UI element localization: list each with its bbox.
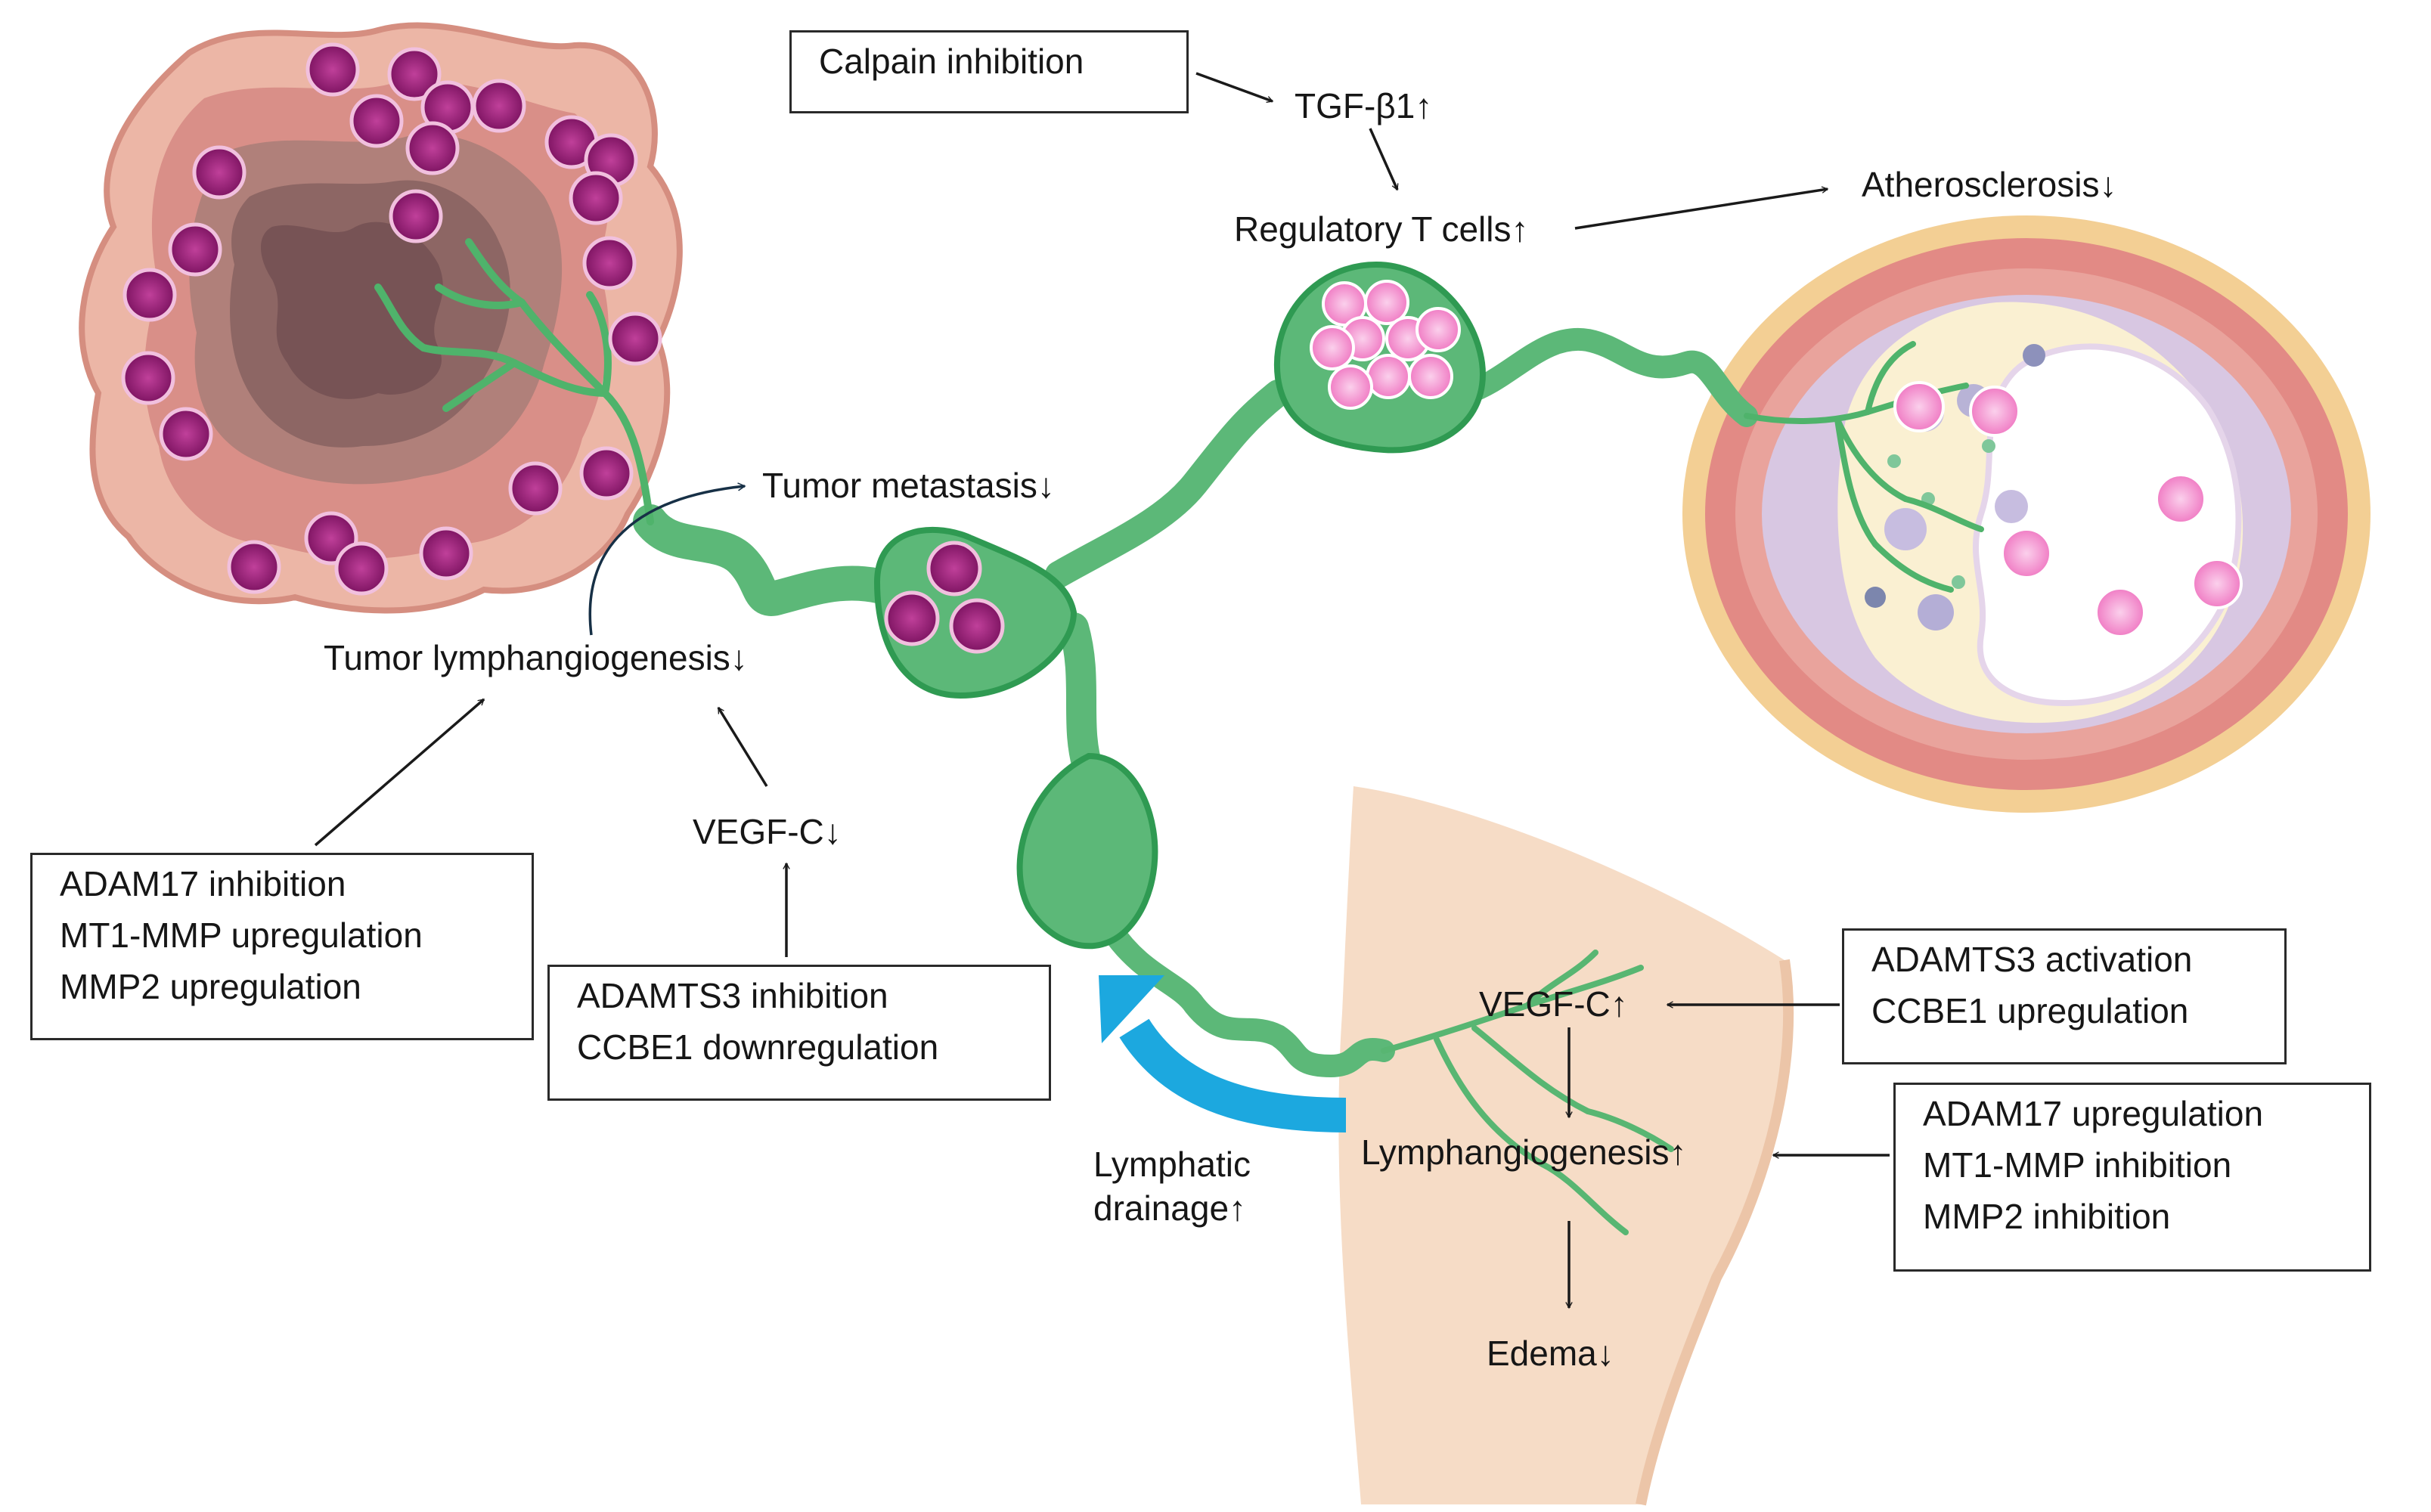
box-line: MT1-MMP upregulation — [60, 916, 423, 955]
artery-immune-cells — [1893, 381, 2243, 638]
arrow-adam17-to-tumor-lymphangiogenesis — [314, 698, 485, 847]
box-line: ADAMTS3 inhibition — [577, 976, 888, 1015]
tumor-regulators-box: ADAM17 inhibition MT1-MMP upregulation M… — [30, 853, 534, 1040]
calpain-inhibition-text: Calpain inhibition — [819, 42, 1084, 81]
box-line: MMP2 inhibition — [1923, 1197, 2171, 1236]
tumor-lymphatic-branches — [374, 238, 654, 525]
tumor-cells — [121, 42, 662, 596]
arrow-calpain-to-tgf — [1195, 72, 1274, 103]
artery-illustration — [1682, 215, 2371, 813]
tumor-metastasis-label: Tumor metastasis↓ — [762, 466, 1055, 505]
lymphatic-drainage-arrow — [1099, 975, 1347, 1132]
atherosclerosis-label: Atherosclerosis↓ — [1862, 165, 2117, 204]
metastatic-cells-in-node — [884, 541, 1005, 654]
regulatory-t-cell-cluster — [1310, 280, 1461, 410]
lymphatic-drainage-label: Lymphatic drainage↑ — [1093, 1143, 1251, 1230]
vegfc-up-label: VEGF-C↑ — [1479, 984, 1628, 1024]
arrow-tumor-lymphangiogenesis-to-metastasis — [588, 482, 746, 636]
lymphangiogenesis-regulators-box: ADAM17 upregulation MT1-MMP inhibition M… — [1893, 1083, 2371, 1272]
box-line: ADAM17 upregulation — [1923, 1094, 2264, 1133]
arrow-treg-to-atherosclerosis — [1574, 186, 1829, 230]
box-line: CCBE1 upregulation — [1871, 991, 2189, 1030]
lymphatic-drainage-line-1: Lymphatic — [1093, 1145, 1251, 1184]
regulatory-t-cells-label: Regulatory T cells↑ — [1234, 209, 1529, 249]
lymphangiogenesis-label: Lymphangiogenesis↑ — [1361, 1132, 1687, 1172]
vegfc-regulators-down-box: ADAMTS3 inhibition CCBE1 downregulation — [547, 965, 1051, 1101]
box-line: MT1-MMP inhibition — [1923, 1145, 2232, 1185]
box-line: MMP2 upregulation — [60, 967, 361, 1006]
tgf-beta1-label: TGF-β1↑ — [1295, 86, 1433, 125]
lymphatic-drainage-line-2: drainage↑ — [1093, 1188, 1247, 1228]
vegfc-regulators-up-box: ADAMTS3 activation CCBE1 upregulation — [1842, 928, 2287, 1064]
vegfc-down-label: VEGF-C↓ — [693, 812, 842, 851]
calpain-inhibition-box: Calpain inhibition — [789, 30, 1189, 113]
leg-lymphatic-branches — [1381, 950, 1674, 1235]
leg-illustration — [1338, 786, 1794, 1506]
arrow-vegfc-to-tumor-lymphangiogenesis — [717, 706, 768, 787]
pathway-arrows — [314, 72, 1890, 1309]
box-line: ADAM17 inhibition — [60, 864, 346, 903]
edema-label: Edema↓ — [1487, 1334, 1614, 1373]
arrow-tgf-to-treg — [1369, 128, 1399, 191]
box-line: ADAMTS3 activation — [1871, 940, 2193, 979]
box-line: CCBE1 downregulation — [577, 1027, 939, 1067]
tumor-lymphangiogenesis-label: Tumor lymphangiogenesis↓ — [324, 638, 748, 677]
